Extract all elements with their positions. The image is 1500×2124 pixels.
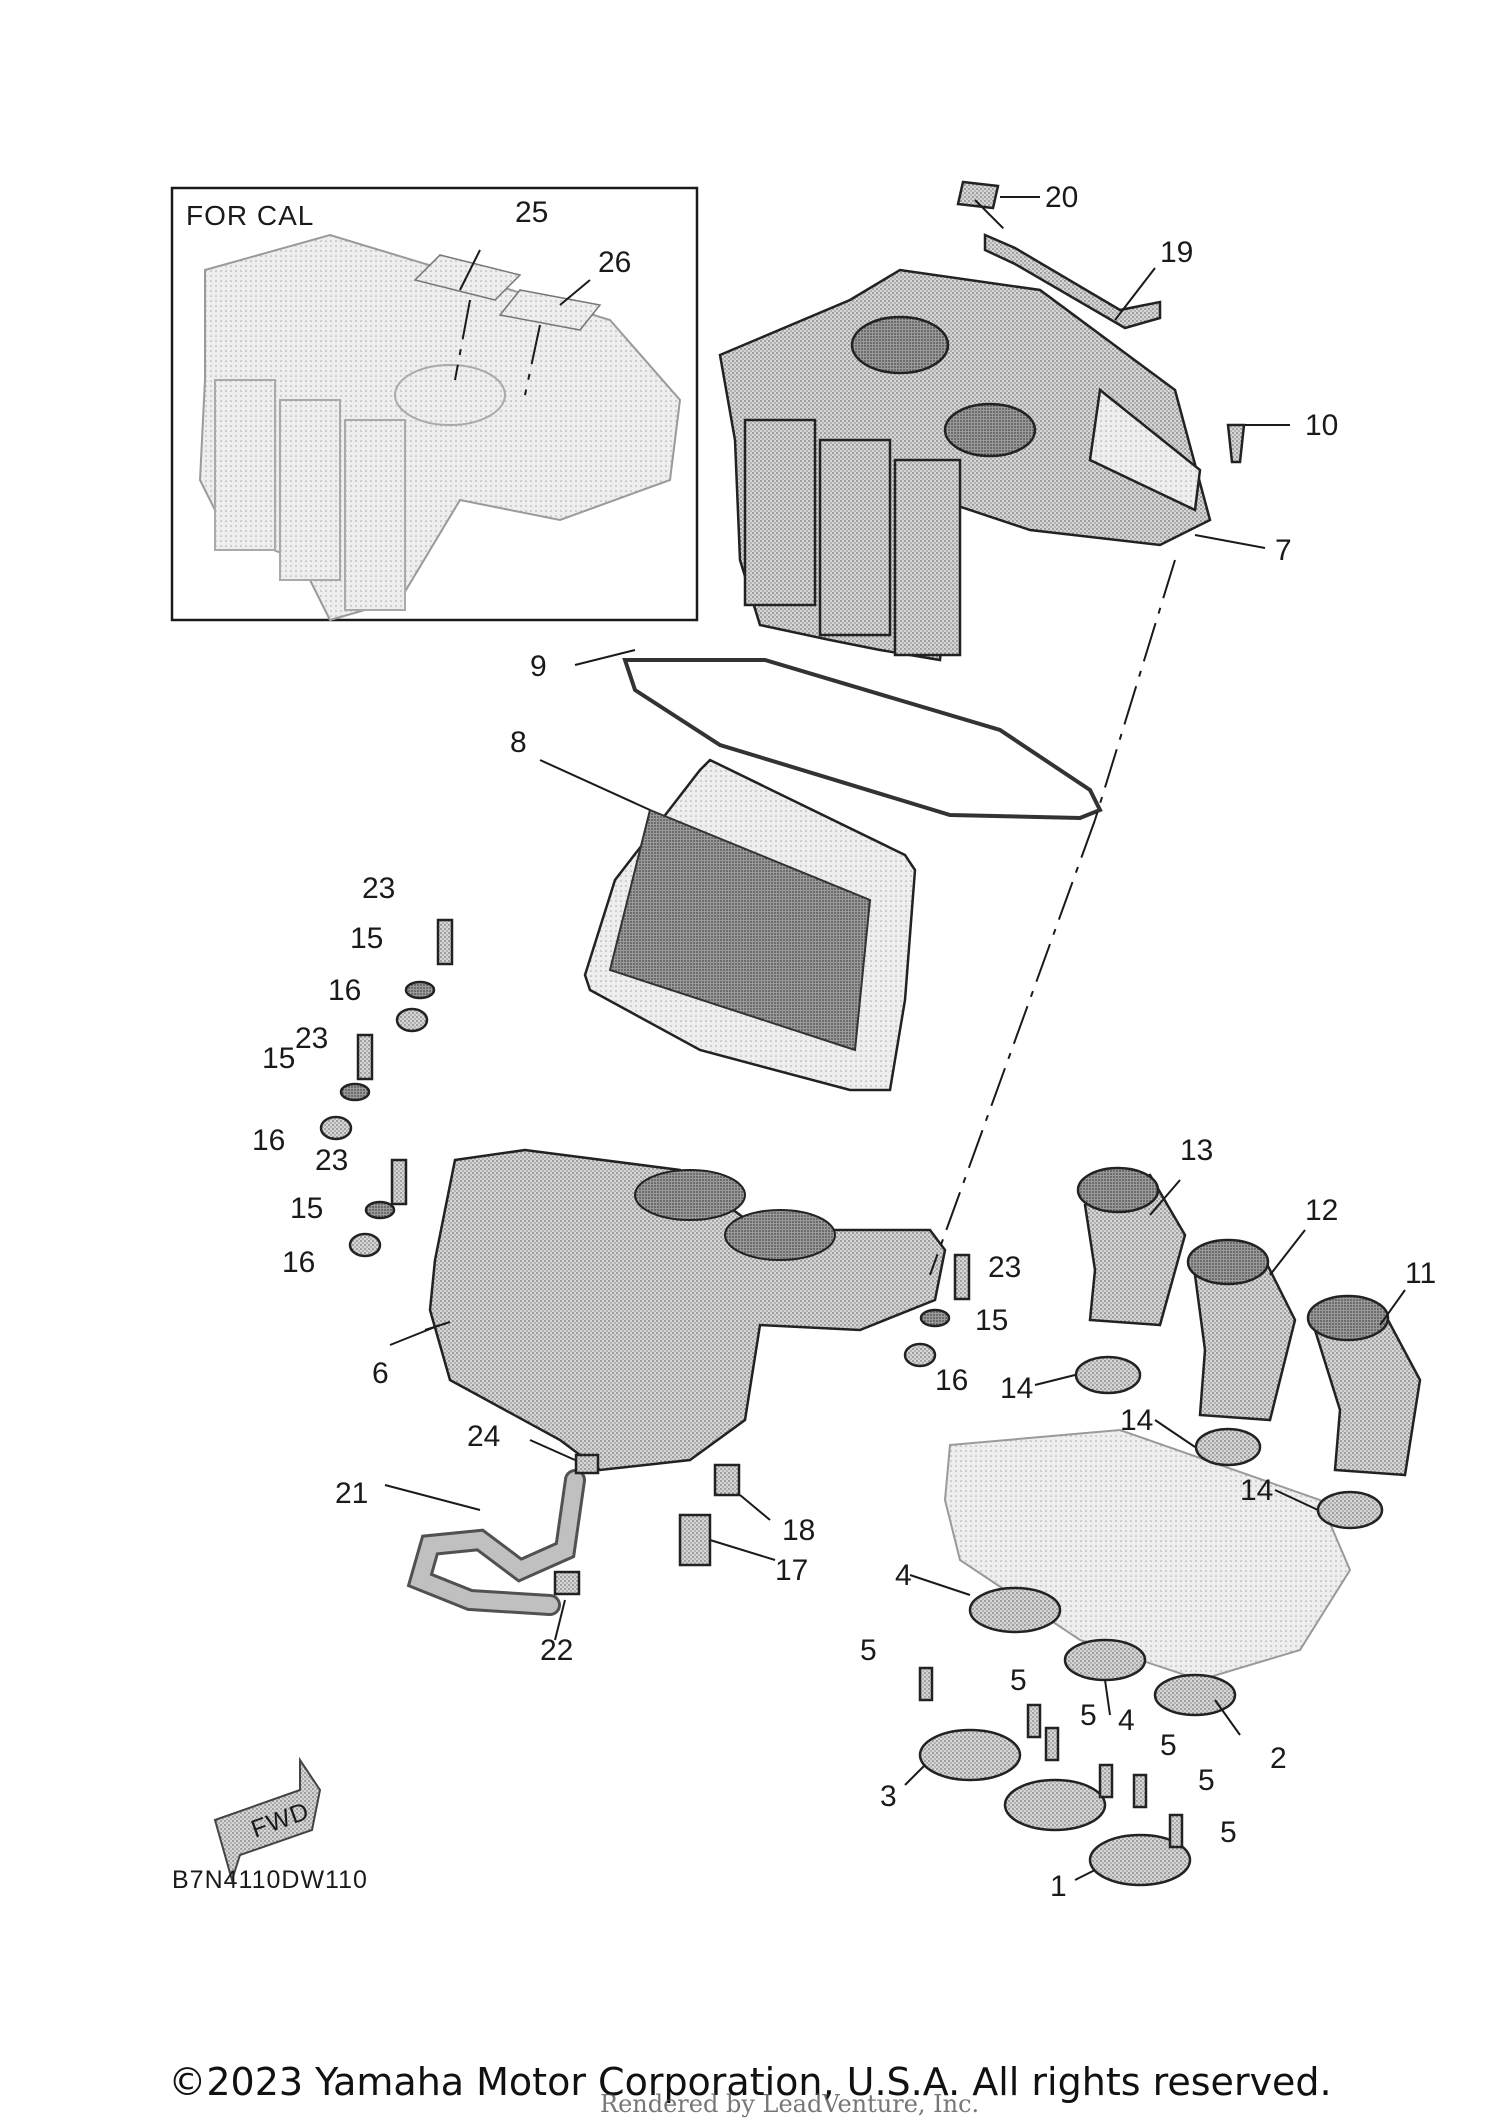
callout-23: 23 <box>988 1251 1021 1284</box>
part-18-grommet <box>713 1463 741 1497</box>
callout-19: 19 <box>1160 236 1193 269</box>
callout-3: 3 <box>880 1780 897 1813</box>
callout-5: 5 <box>860 1634 877 1667</box>
watermark-text: Rendered by LeadVenture, Inc. <box>600 2090 980 2118</box>
callout-14: 14 <box>1120 1404 1153 1437</box>
callout-15: 15 <box>290 1192 323 1225</box>
callout-21: 21 <box>335 1477 368 1510</box>
fwd-arrow: FWD <box>213 1756 322 1884</box>
callout-7: 7 <box>1275 534 1292 567</box>
hardware-left <box>319 918 971 1368</box>
air-cleaner-case-top <box>718 268 1212 662</box>
callout-15: 15 <box>975 1304 1008 1337</box>
callout-18: 18 <box>782 1514 815 1547</box>
callout-5: 5 <box>1198 1764 1215 1797</box>
callout-17: 17 <box>775 1554 808 1587</box>
inset-title: FOR CAL <box>186 200 314 231</box>
callout-5: 5 <box>1010 1664 1027 1697</box>
part-10-bolt <box>1226 423 1246 464</box>
callout-20: 20 <box>1045 181 1078 214</box>
callout-25: 25 <box>515 196 548 229</box>
leader-lines <box>384 196 1406 1881</box>
callout-5: 5 <box>1080 1699 1097 1732</box>
callout-23: 23 <box>362 872 395 905</box>
callout-2: 2 <box>1270 1742 1287 1775</box>
callout-24: 24 <box>467 1420 500 1453</box>
callout-8: 8 <box>510 726 527 759</box>
callout-23: 23 <box>295 1022 328 1055</box>
callout-10: 10 <box>1305 409 1338 442</box>
callout-14: 14 <box>1000 1372 1033 1405</box>
part-9-gasket <box>622 658 1103 821</box>
part-19-bracket <box>983 233 1162 330</box>
callout-15: 15 <box>262 1042 295 1075</box>
callout-6: 6 <box>372 1357 389 1390</box>
callout-12: 12 <box>1305 1194 1338 1227</box>
callout-22: 22 <box>540 1634 573 1667</box>
callout-5: 5 <box>1160 1729 1177 1762</box>
callout-16: 16 <box>252 1124 285 1157</box>
part-17-collar <box>678 1513 712 1567</box>
intake-funnels <box>1076 1166 1422 1477</box>
callout-4: 4 <box>895 1559 912 1592</box>
part-6-lower-case <box>428 1148 947 1472</box>
part-22-clamp <box>553 1570 581 1596</box>
callout-26: 26 <box>598 246 631 279</box>
drawing-code: B7N4110DW110 <box>172 1866 368 1894</box>
callout-16: 16 <box>328 974 361 1007</box>
callout-11: 11 <box>1405 1257 1436 1290</box>
callout-9: 9 <box>530 650 547 683</box>
callout-1: 1 <box>1050 1870 1067 1903</box>
throttle-body-assembly <box>943 1428 1352 1682</box>
part-21-hose-inner <box>410 1472 583 1613</box>
callout-23: 23 <box>315 1144 348 1177</box>
part-8-filter <box>583 758 917 1092</box>
part-24-clamp <box>574 1453 600 1475</box>
inset-for-cal: FOR CAL <box>170 186 699 622</box>
part-20-clip <box>956 180 1000 210</box>
callout-16: 16 <box>935 1364 968 1397</box>
copyright-text: ©2023 Yamaha Motor Corporation, U.S.A. A… <box>168 2060 1332 2104</box>
callout-15: 15 <box>350 922 383 955</box>
clamps-joints <box>918 1355 1384 1887</box>
callout-16: 16 <box>282 1246 315 1279</box>
callout-14: 14 <box>1240 1474 1273 1507</box>
callout-labels: 1234455555567891011121314141415151515161… <box>252 181 1436 1903</box>
callout-13: 13 <box>1180 1134 1213 1167</box>
callout-5: 5 <box>1220 1816 1237 1849</box>
callout-4: 4 <box>1118 1704 1135 1737</box>
